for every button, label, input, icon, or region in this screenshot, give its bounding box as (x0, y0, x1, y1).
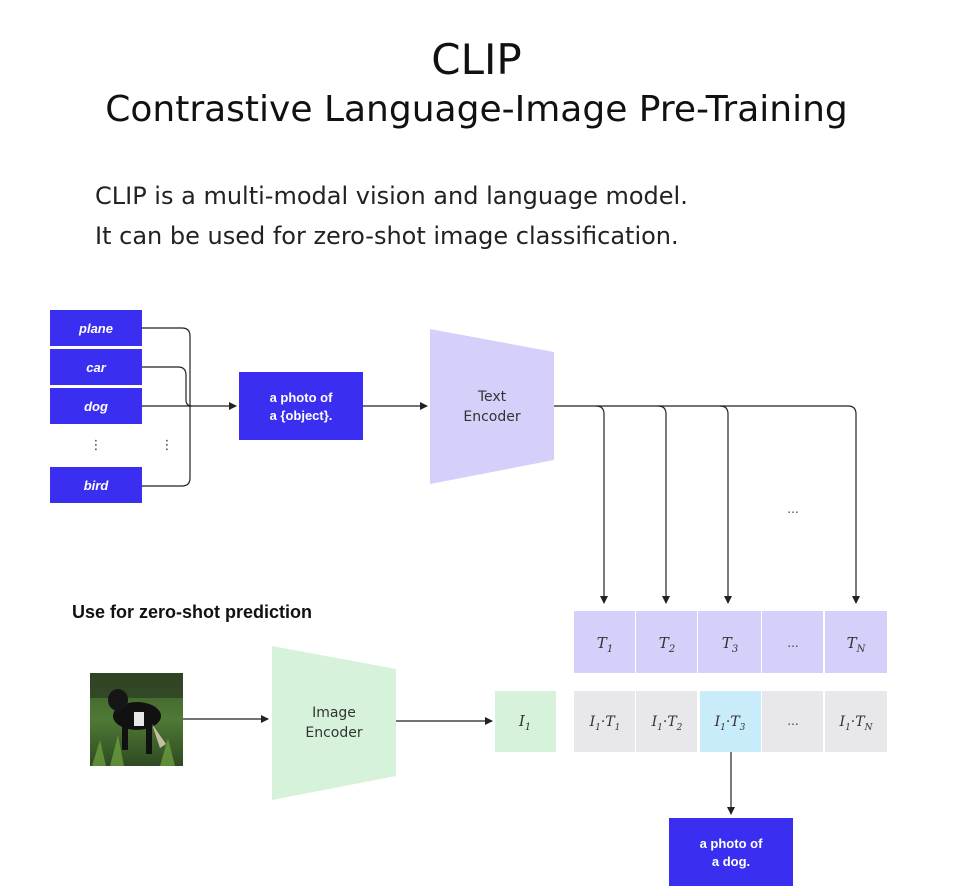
text-feature-label: T2 (659, 634, 675, 655)
result-box: a photo of a dog. (669, 818, 793, 886)
class-box-dog: dog (50, 388, 142, 424)
image-feature-box: I1 (495, 691, 556, 752)
vdots-connectors: ⋮ (161, 438, 174, 453)
similarity-cell-highlighted (700, 691, 761, 752)
text-feature-label: TN (847, 634, 867, 655)
prompt-line-2: a {object}. (270, 408, 333, 423)
similarity-ellipsis: ... (787, 714, 798, 728)
text-feature-cell (762, 611, 823, 673)
text-feature-row: T1 T2 T3 ... TN (574, 611, 887, 673)
similarity-label: I1·T2 (651, 714, 683, 733)
text-feature-label: T3 (722, 634, 738, 655)
image-feature-label: I1 (518, 712, 531, 733)
description-line-2: It can be used for zero-shot image class… (95, 222, 679, 250)
arrow-to-t3 (658, 405, 732, 604)
arrow-to-tn (720, 405, 860, 604)
zero-shot-heading: Use for zero-shot prediction (72, 602, 312, 622)
similarity-cell (574, 691, 635, 752)
text-encoder: Text Encoder (430, 329, 554, 484)
text-encoder-label-2: Encoder (463, 409, 520, 425)
similarity-cell (636, 691, 697, 752)
page-title: CLIP (431, 35, 522, 84)
class-box-car: car (50, 349, 142, 385)
similarity-cell (825, 691, 887, 752)
text-feature-label: T1 (597, 634, 613, 655)
class-label-car: car (86, 360, 106, 375)
class-label-dog: dog (84, 399, 108, 414)
class-connector-car (142, 366, 193, 407)
result-line-1: a photo of (700, 836, 763, 851)
similarity-label: I1·TN (839, 714, 874, 733)
class-bracket-outer (142, 327, 191, 487)
prompt-template-box: a photo of a {object}. (239, 372, 363, 440)
text-feature-cell (698, 611, 761, 673)
image-encoder: Image Encoder (272, 646, 396, 800)
description-line-1: CLIP is a multi-modal vision and languag… (95, 182, 688, 210)
text-features-ellipsis: ... (787, 502, 798, 516)
text-feature-cell (825, 611, 887, 673)
page-subtitle: Contrastive Language-Image Pre-Training (105, 89, 848, 130)
similarity-cell (762, 691, 823, 752)
class-label-plane: plane (78, 321, 113, 336)
similarity-label-highlighted: I1·T3 (714, 714, 746, 733)
class-box-plane: plane (50, 310, 142, 346)
similarity-label: I1·T1 (589, 714, 621, 733)
similarity-row: I1·T1 I1·T2 I1·T3 ... I1·TN (574, 691, 887, 752)
image-encoder-label-1: Image (312, 705, 356, 721)
text-feature-cell (574, 611, 635, 673)
prompt-line-1: a photo of (270, 390, 333, 405)
arrow-to-t1 (554, 405, 608, 604)
text-encoder-label-1: Text (477, 389, 507, 405)
text-feature-cell (636, 611, 697, 673)
result-line-2: a dog. (712, 854, 750, 869)
image-encoder-label-2: Encoder (305, 725, 362, 741)
text-feature-label: ... (787, 636, 798, 650)
class-label-bird: bird (84, 478, 110, 493)
vdots-classes: ⋮ (90, 438, 103, 453)
class-box-bird: bird (50, 467, 142, 503)
arrow-to-t2 (596, 405, 670, 604)
dog-photo (90, 673, 183, 766)
